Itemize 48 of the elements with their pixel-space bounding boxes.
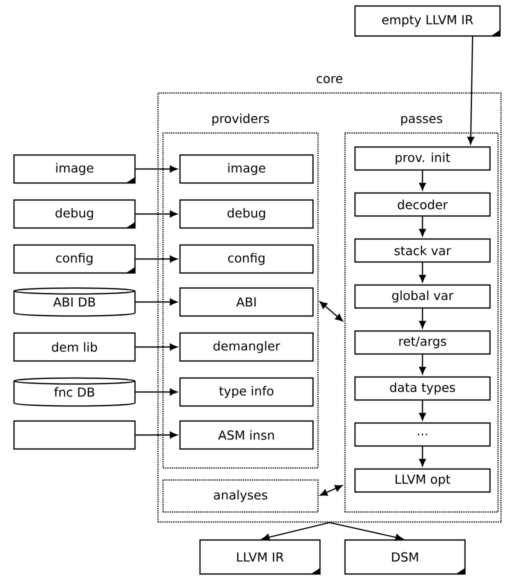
process-box: dem lib bbox=[13, 332, 136, 362]
process-box: LLVM opt bbox=[354, 468, 491, 493]
process-box: data types bbox=[354, 376, 491, 401]
arrow bbox=[419, 400, 426, 420]
process-box: decoder bbox=[354, 192, 491, 217]
arrow bbox=[419, 170, 426, 190]
arrow bbox=[329, 522, 403, 541]
arrow bbox=[419, 446, 426, 466]
file-box: config bbox=[13, 244, 136, 274]
database-cylinder: ABI DB bbox=[13, 287, 136, 317]
arrow bbox=[419, 262, 426, 282]
process-box: type info bbox=[179, 377, 314, 407]
file-box: debug bbox=[13, 199, 136, 229]
process-box: ret/args bbox=[354, 330, 491, 355]
process-box: demangler bbox=[179, 332, 314, 362]
file-box: DSM bbox=[344, 539, 466, 575]
arrow bbox=[467, 36, 474, 144]
arrow bbox=[135, 388, 178, 396]
arrow bbox=[320, 301, 343, 322]
arrow bbox=[135, 298, 178, 306]
group-box: analyses bbox=[162, 479, 319, 513]
process-box: prov. init bbox=[354, 146, 491, 171]
arrow bbox=[419, 216, 426, 236]
node-label: core bbox=[316, 76, 342, 84]
database-cylinder: fnc DB bbox=[13, 377, 136, 407]
arrow bbox=[136, 166, 178, 172]
arrow bbox=[320, 485, 343, 496]
node-label: passes bbox=[401, 116, 442, 126]
arrow bbox=[136, 210, 178, 218]
process-box: ABI bbox=[179, 287, 314, 317]
file-box: LLVM IR bbox=[199, 539, 321, 575]
process-box: ASM insn bbox=[179, 420, 314, 450]
arrow bbox=[136, 344, 178, 350]
file-box: empty LLVM IR bbox=[354, 5, 501, 37]
process-box: global var bbox=[354, 284, 491, 309]
process-box: debug bbox=[179, 199, 314, 229]
process-box: config bbox=[179, 244, 314, 274]
process-box: ... bbox=[354, 422, 491, 447]
arrow bbox=[136, 432, 178, 438]
process-box: image bbox=[179, 154, 314, 184]
node-label: providers bbox=[212, 114, 270, 126]
arrow bbox=[419, 308, 426, 328]
arrow bbox=[262, 522, 330, 541]
file-box: image bbox=[13, 154, 136, 184]
arrow bbox=[419, 354, 426, 374]
process-box: stack var bbox=[354, 238, 491, 263]
process-box bbox=[13, 420, 136, 450]
arrow bbox=[136, 256, 178, 262]
